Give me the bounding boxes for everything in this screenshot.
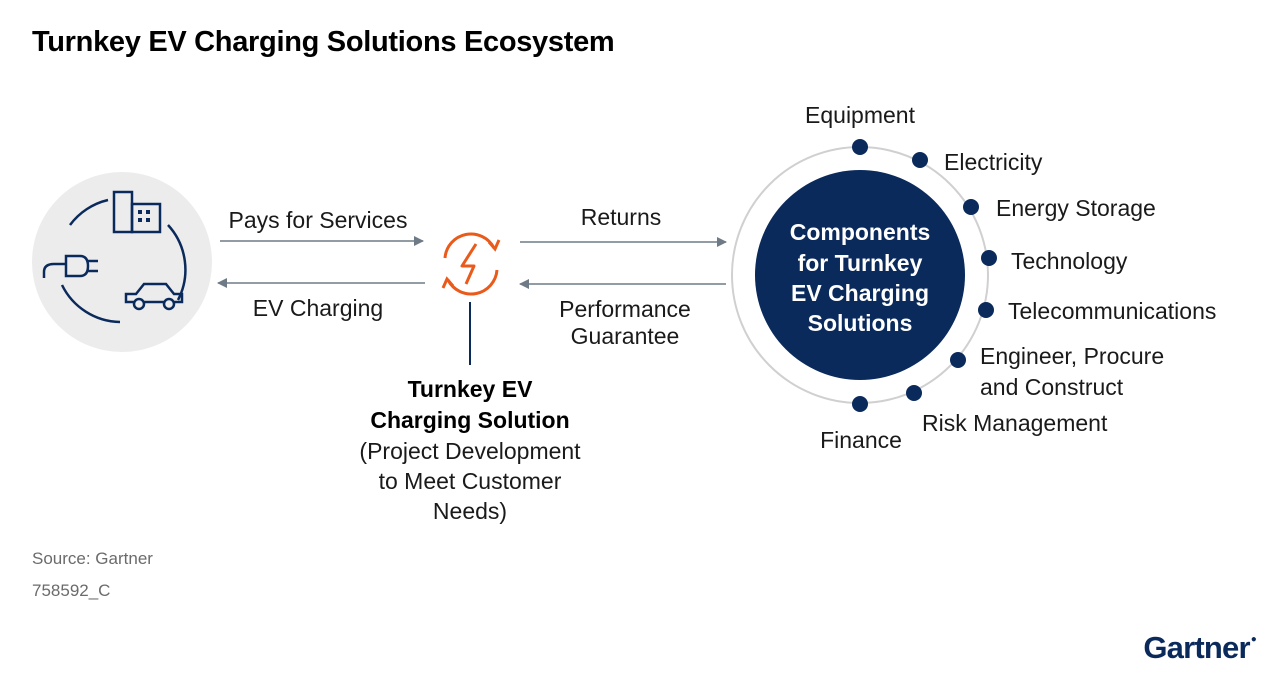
building-icon — [112, 190, 162, 234]
component-label-finance: Finance — [820, 427, 902, 453]
risk-management-dot — [906, 385, 922, 401]
hub-text-line3: EV Charging — [791, 280, 929, 306]
performance-label-line2: Guarantee — [571, 323, 680, 349]
component-label-epc-line2: and Construct — [980, 374, 1124, 400]
component-label-telecommunications: Telecommunications — [1008, 298, 1216, 324]
gartner-logo: Gartner● — [1143, 630, 1256, 666]
component-label-risk-management: Risk Management — [922, 410, 1108, 436]
returns-label: Returns — [581, 204, 662, 230]
technology-dot — [981, 250, 997, 266]
component-label-technology: Technology — [1011, 248, 1128, 274]
refresh-lightning-icon — [441, 232, 501, 296]
performance-label-line1: Performance — [559, 296, 691, 322]
hub-text-line2: for Turnkey — [798, 250, 923, 276]
equipment-dot — [852, 139, 868, 155]
telecommunications-dot — [978, 302, 994, 318]
gartner-logo-text: Gartner — [1143, 630, 1250, 665]
solution-desc-line2: to Meet Customer — [379, 468, 562, 494]
energy-storage-dot — [963, 199, 979, 215]
plug-icon — [42, 254, 98, 278]
customer-circle — [32, 172, 212, 352]
page-title: Turnkey EV Charging Solutions Ecosystem — [32, 26, 615, 58]
component-label-epc-line1: Engineer, Procure — [980, 343, 1164, 369]
solution-desc-line1: (Project Development — [359, 438, 581, 464]
component-label-equipment: Equipment — [805, 102, 916, 128]
epc-dot — [950, 352, 966, 368]
pays-for-services-label: Pays for Services — [229, 207, 408, 233]
component-label-energy-storage: Energy Storage — [996, 195, 1156, 221]
figure-id: 758592_C — [32, 581, 111, 600]
hub-text-line1: Components — [790, 219, 931, 245]
logo-dot: ● — [1250, 634, 1257, 645]
solution-title-line2: Charging Solution — [370, 407, 569, 433]
car-icon — [124, 282, 184, 311]
solution-title-line1: Turnkey EV — [408, 376, 533, 402]
finance-dot — [852, 396, 868, 412]
electricity-dot — [912, 152, 928, 168]
solution-desc-line3: Needs) — [433, 498, 507, 524]
component-label-electricity: Electricity — [944, 149, 1043, 175]
hub-text-line4: Solutions — [808, 310, 913, 336]
source-note: Source: Gartner — [32, 549, 153, 568]
ev-charging-label: EV Charging — [253, 295, 383, 321]
